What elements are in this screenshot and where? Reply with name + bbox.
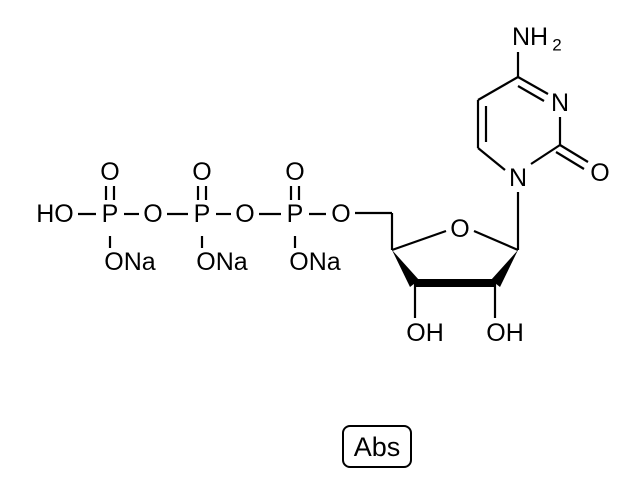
bridge-oxygen-1-label: O — [143, 200, 162, 228]
bonds — [78, 52, 589, 318]
phosphoryl-oxygen-1-label: O — [100, 158, 119, 186]
phosphoryl-oxygen-3-label: O — [285, 158, 304, 186]
ester-oxygen-label: O — [331, 200, 350, 228]
sodium-oxide-2-label: ONa — [196, 248, 248, 276]
phosphorus-1-label: P — [102, 200, 119, 228]
amine-label: NH — [512, 23, 548, 51]
sodium-oxide-1-label: ONa — [104, 248, 156, 276]
hydroxyl-2-label: OH — [486, 319, 524, 347]
abs-badge-label: Abs — [354, 432, 401, 462]
carbonyl-oxygen-label: O — [590, 159, 609, 187]
phosphorus-2-label: P — [194, 200, 211, 228]
phosphoryl-oxygen-2-label: O — [192, 158, 211, 186]
bridge-oxygen-2-label: O — [235, 200, 254, 228]
hydroxyl-3-label: OH — [406, 319, 444, 347]
hydroxyl-label: HO — [36, 200, 74, 228]
ring-oxygen-label: O — [450, 215, 469, 243]
atom-labels: HO P O P O P O O O O ONa ONa ONa O OH OH… — [36, 23, 609, 347]
sodium-oxide-3-label: ONa — [289, 248, 341, 276]
phosphorus-3-label: P — [287, 200, 304, 228]
amine-subscript: 2 — [552, 36, 561, 55]
abs-stereo-badge: Abs — [342, 425, 412, 468]
n1-label: N — [509, 164, 527, 192]
n3-label: N — [551, 89, 569, 117]
